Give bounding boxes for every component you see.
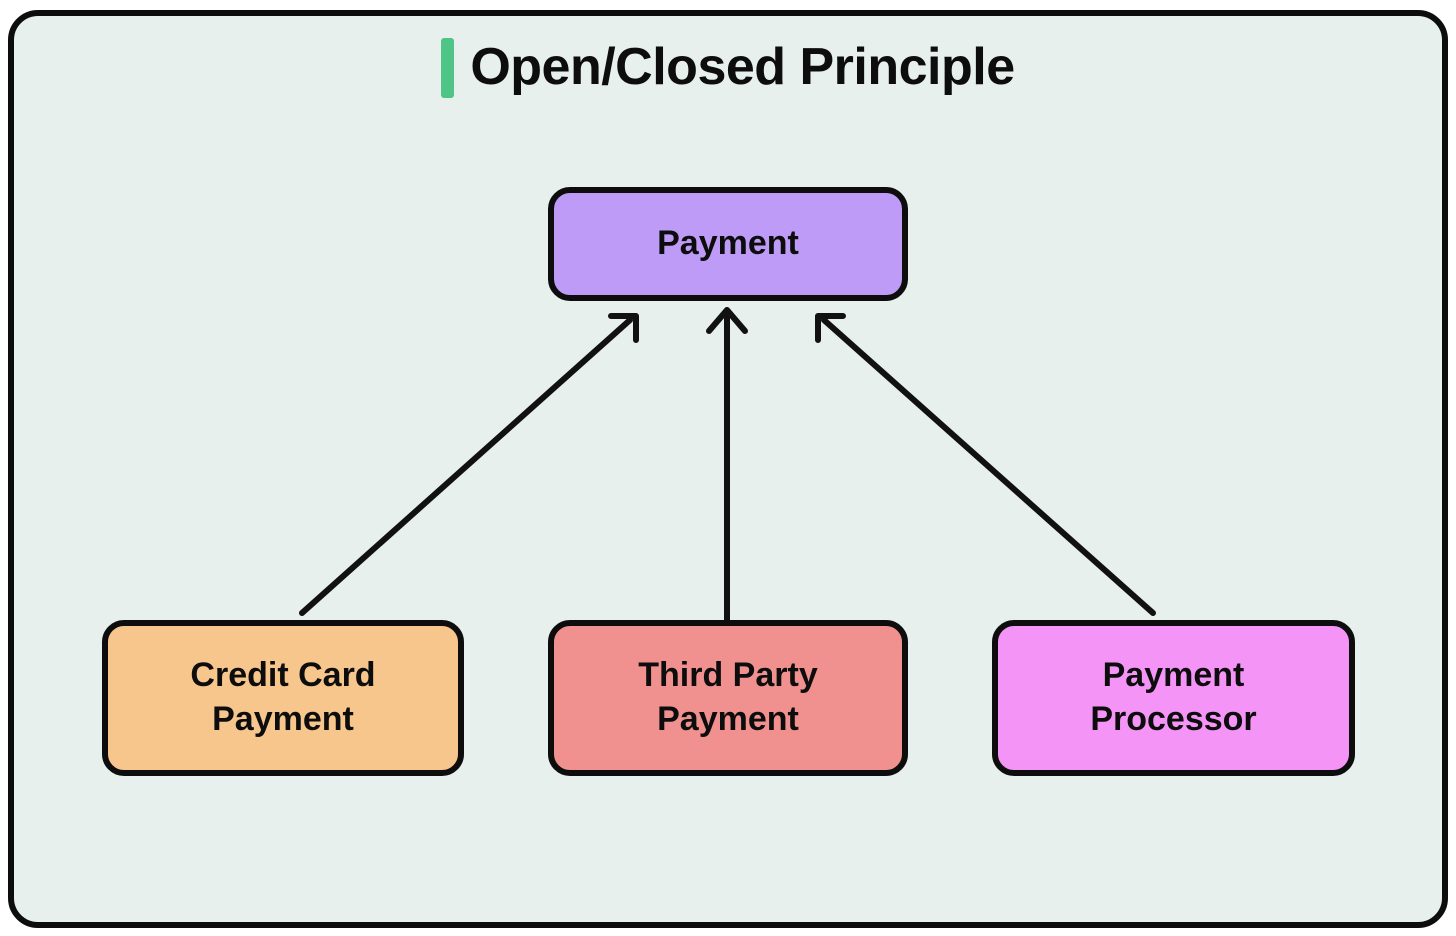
node-credit-card-payment-label: Credit Card Payment xyxy=(190,656,376,738)
node-payment-processor: Payment Processor xyxy=(992,620,1355,776)
diagram-panel xyxy=(8,10,1448,928)
node-credit-card-payment: Credit Card Payment xyxy=(102,620,464,776)
node-payment: Payment xyxy=(548,187,908,301)
node-third-party-payment: Third Party Payment xyxy=(548,620,908,776)
diagram-title-row: Open/Closed Principle xyxy=(0,38,1456,98)
node-third-party-payment-label: Third Party Payment xyxy=(638,656,818,738)
title-accent-bar xyxy=(441,38,455,98)
node-payment-processor-label: Payment Processor xyxy=(1090,656,1257,738)
node-payment-label: Payment xyxy=(657,224,799,263)
page-title: Open/Closed Principle xyxy=(470,38,1015,97)
